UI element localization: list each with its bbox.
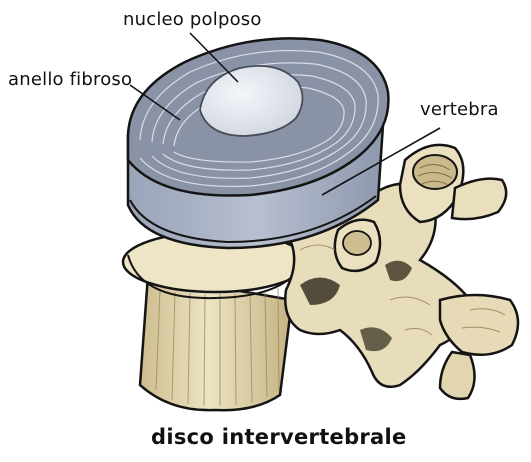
figure-caption: disco intervertebrale xyxy=(151,425,407,449)
vertebral-body xyxy=(123,232,307,410)
intervertebral-disc xyxy=(128,38,388,248)
vertebra-label: vertebra xyxy=(420,99,499,120)
annulus-label: anello fibroso xyxy=(8,69,132,90)
nucleus-label: nucleo polposo xyxy=(123,9,262,30)
